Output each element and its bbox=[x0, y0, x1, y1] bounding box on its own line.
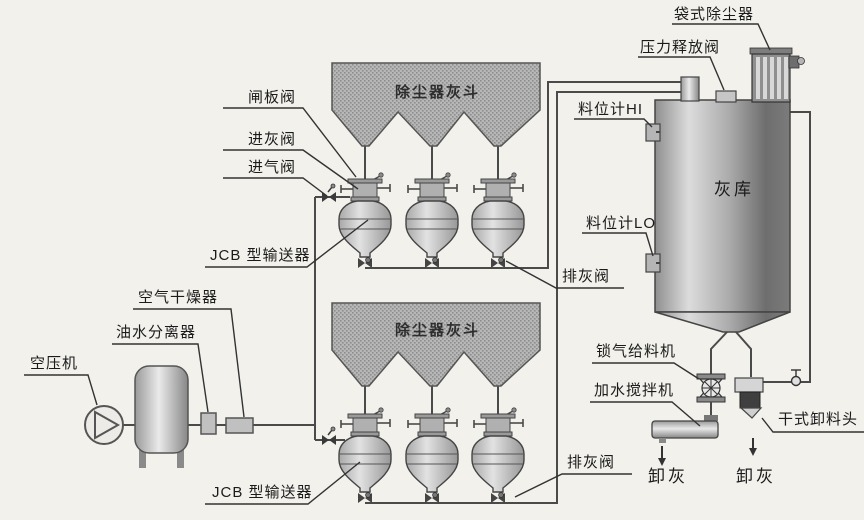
level-gauge-hi-sensor bbox=[645, 123, 661, 142]
label-leader-lines bbox=[24, 23, 864, 505]
label-level-gauge-lo: 料位计LO bbox=[586, 215, 657, 232]
ash-silo-body bbox=[654, 99, 791, 377]
air-dryer-box bbox=[225, 417, 254, 434]
jcb-conveyor-vessel-6 bbox=[471, 406, 525, 504]
airlock-feeder-symbol bbox=[696, 373, 726, 421]
pressure-release-valve-box bbox=[715, 90, 737, 103]
label-hopper-bottom: 除尘器灰斗 bbox=[395, 322, 481, 339]
label-oil-water-separator: 油水分离器 bbox=[116, 324, 197, 341]
label-air-compressor: 空压机 bbox=[30, 355, 79, 372]
air-receiver-tank bbox=[134, 365, 189, 468]
label-water-mixer: 加水搅拌机 bbox=[594, 382, 675, 399]
ash-discharge-piping bbox=[365, 81, 681, 504]
jcb-conveyor-vessel-3 bbox=[471, 172, 525, 269]
air-compressor-symbol bbox=[84, 405, 124, 445]
label-dry-discharge-head: 干式卸料头 bbox=[778, 411, 859, 428]
label-bag-filter: 袋式除尘器 bbox=[674, 6, 755, 23]
label-jcb-conveyor-bottom: JCB 型输送器 bbox=[212, 484, 313, 501]
ash-unload-arrow-left bbox=[658, 446, 666, 466]
label-jcb-conveyor-top: JCB 型输送器 bbox=[210, 247, 311, 264]
label-ash-inlet-valve: 进灰阀 bbox=[248, 131, 297, 148]
label-ash-silo: 灰库 bbox=[714, 180, 754, 199]
label-ash-unload-left: 卸灰 bbox=[648, 467, 688, 486]
silo-inlet-riser bbox=[680, 76, 700, 102]
hopper-drop-pipes bbox=[364, 146, 499, 414]
bag-filter-unit bbox=[749, 47, 805, 103]
silo-vent-piping bbox=[763, 111, 811, 383]
label-pressure-release-valve: 压力释放阀 bbox=[640, 39, 721, 56]
jcb-conveyor-vessel-5 bbox=[405, 406, 459, 504]
dust-collector-hopper-bottom-shape bbox=[331, 302, 541, 387]
dust-collector-hopper-top-shape bbox=[331, 62, 541, 147]
air-supply-piping bbox=[123, 196, 350, 441]
label-ash-unload-right: 卸灰 bbox=[736, 467, 776, 486]
label-gate-valve: 闸板阀 bbox=[248, 89, 297, 106]
jcb-conveyor-vessel-2 bbox=[405, 172, 459, 269]
label-airlock-feeder: 锁气给料机 bbox=[596, 343, 677, 360]
label-ash-discharge-valve-top: 排灰阀 bbox=[562, 268, 611, 285]
label-level-gauge-hi: 料位计HI bbox=[578, 101, 644, 118]
label-air-inlet-valve: 进气阀 bbox=[248, 159, 297, 176]
label-air-dryer: 空气干燥器 bbox=[138, 289, 219, 306]
water-mixer-body bbox=[651, 420, 719, 443]
label-ash-discharge-valve-bottom: 排灰阀 bbox=[567, 454, 616, 471]
label-hopper-top: 除尘器灰斗 bbox=[395, 84, 481, 101]
jcb-conveyor-vessel-4 bbox=[338, 406, 392, 504]
vent-line-valve bbox=[790, 369, 802, 387]
jcb-conveyor-vessel-1 bbox=[338, 172, 392, 269]
ash-unload-arrow-right bbox=[749, 438, 757, 456]
level-gauge-lo-sensor bbox=[645, 253, 661, 273]
oil-water-separator-box bbox=[200, 412, 217, 435]
dry-discharge-head bbox=[734, 377, 764, 419]
air-inlet-valve-bottom bbox=[321, 426, 337, 446]
